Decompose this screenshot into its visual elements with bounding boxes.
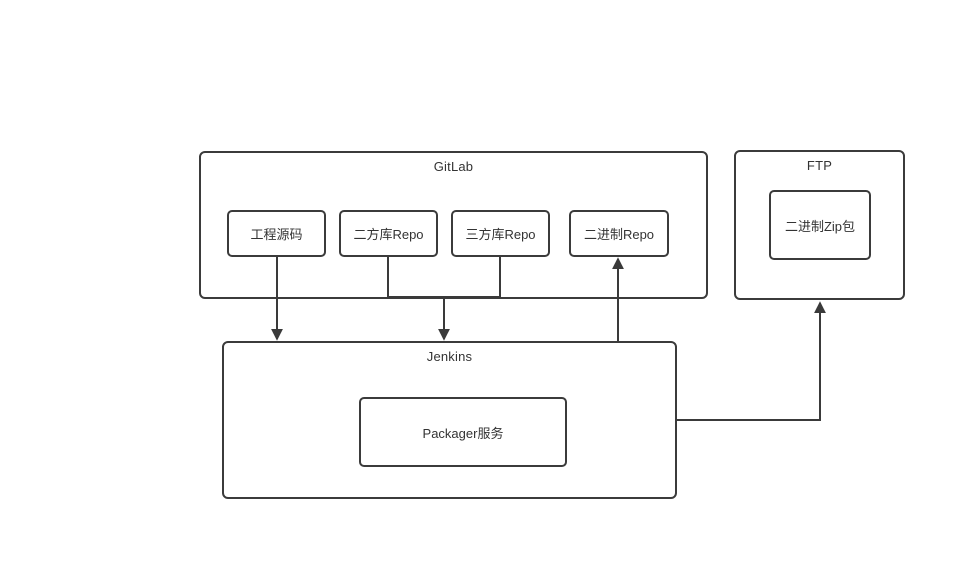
node-packager-service-label: Packager服务 (422, 425, 504, 441)
node-binary-zip-label: 二进制Zip包 (784, 218, 856, 234)
edge-jenkins-to-ftp (677, 301, 826, 421)
node-second-party-repo-label: 二方库Repo (353, 227, 424, 242)
container-gitlab: GitLab (199, 151, 708, 299)
node-binary-zip: 二进制Zip包 (769, 190, 871, 260)
node-second-party-repo: 二方库Repo (339, 210, 438, 257)
container-gitlab-title: GitLab (433, 159, 474, 174)
node-project-source-label: 工程源码 (250, 227, 303, 242)
container-ftp-title: FTP (806, 158, 833, 173)
node-third-party-repo: 三方库Repo (451, 210, 550, 257)
container-jenkins-title: Jenkins (426, 349, 473, 364)
container-ftp: FTP (734, 150, 905, 300)
container-jenkins: Jenkins (222, 341, 677, 499)
node-binary-repo: 二进制Repo (569, 210, 669, 257)
node-third-party-repo-label: 三方库Repo (465, 227, 536, 242)
node-binary-repo-label: 二进制Repo (583, 227, 655, 242)
node-project-source: 工程源码 (227, 210, 326, 257)
node-packager-service: Packager服务 (359, 397, 567, 467)
